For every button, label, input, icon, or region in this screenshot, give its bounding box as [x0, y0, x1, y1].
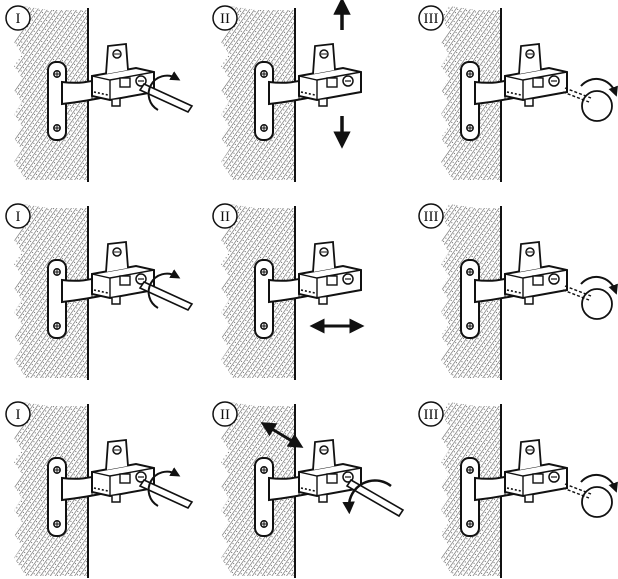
rotate-arrow-icon — [342, 479, 392, 515]
panel-r2-c2: II — [212, 203, 365, 380]
step-label: I — [16, 209, 21, 225]
hinge-lower-tab — [524, 99, 534, 107]
adjust-window — [119, 275, 131, 286]
adjust-window — [119, 473, 131, 484]
hinge-top-clip — [518, 241, 542, 273]
adjust-window — [326, 77, 338, 88]
rotate-arrow-icon — [147, 71, 181, 111]
adjust-window — [532, 77, 544, 88]
rotate-arrow-icon — [147, 467, 181, 507]
plate-screw-top-slot — [261, 71, 267, 77]
plate-screw-bottom-slot — [54, 125, 60, 131]
screwdriver-icon — [345, 478, 405, 518]
adjust-window — [532, 275, 544, 286]
hinge-lower-tab — [318, 495, 328, 503]
hinge-body-edges — [504, 71, 568, 100]
hinge-body-edges — [91, 269, 155, 298]
step-label: II — [220, 11, 230, 27]
adjust-window — [119, 77, 131, 88]
screwdriver-icon — [138, 280, 194, 312]
step-badge — [212, 203, 238, 229]
panel-r3-c1: I — [5, 401, 194, 578]
arrow-diagonal-icon — [260, 422, 304, 448]
step-label: II — [220, 209, 230, 225]
plate-screw-bottom-slot — [261, 323, 267, 329]
step-badge — [5, 5, 31, 31]
step-label: I — [16, 11, 21, 27]
hinge-body-edges — [504, 467, 568, 496]
hinge-top-clip — [518, 439, 542, 471]
plate-screw-bottom-slot — [467, 323, 473, 329]
step-label: II — [220, 407, 230, 423]
tighten-arrow-icon — [580, 275, 618, 295]
tighten-arrow-icon — [580, 77, 618, 97]
hinge-lower-tab — [524, 495, 534, 503]
hinge-top-clip — [518, 43, 542, 75]
plate-screw-bottom-slot — [467, 521, 473, 527]
hinge-lower-tab — [318, 297, 328, 305]
panel-r3-c3: III — [418, 401, 618, 578]
hinge-body-edges — [298, 467, 362, 496]
plate-screw-top-slot — [54, 71, 60, 77]
step-label: III — [424, 209, 439, 225]
hinge-body-edges — [504, 269, 568, 298]
step-label: I — [16, 407, 21, 423]
step-label: III — [424, 407, 439, 423]
hinge-lower-tab — [111, 297, 121, 305]
step-badge — [418, 401, 444, 427]
rotate-arrow-icon — [147, 269, 181, 309]
panel-r1-c2: II — [212, 0, 362, 182]
panel-r1-c1: I — [5, 5, 194, 182]
screwdriver-handle-icon — [581, 90, 613, 122]
step-badge — [5, 203, 31, 229]
plate-screw-bottom-slot — [54, 323, 60, 329]
hinge-top-clip — [312, 439, 336, 471]
adjust-window — [532, 473, 544, 484]
tighten-arrow-icon — [580, 473, 618, 493]
plate-screw-top-slot — [467, 71, 473, 77]
hinge-body-edges — [91, 71, 155, 100]
panel-r1-c3: III — [418, 5, 618, 182]
plate-screw-bottom-slot — [54, 521, 60, 527]
hinge-top-clip — [312, 43, 336, 75]
screwdriver-icon — [138, 82, 194, 114]
hinge-body-edges — [298, 71, 362, 100]
panel-r3-c2: II — [212, 401, 405, 578]
panel-r2-c3: III — [418, 203, 618, 380]
screwdriver-icon — [138, 478, 194, 510]
step-badge — [212, 5, 238, 31]
panel-r2-c1: I — [5, 203, 194, 380]
hinge-body-edges — [91, 467, 155, 496]
screwdriver-handle-icon — [581, 288, 613, 320]
plate-screw-top-slot — [467, 269, 473, 275]
plate-screw-top-slot — [261, 269, 267, 275]
step-badge — [212, 401, 238, 427]
hinge-top-clip — [105, 439, 129, 471]
hinge-lower-tab — [111, 99, 121, 107]
screwdriver-handle-icon — [581, 486, 613, 518]
hinge-lower-tab — [111, 495, 121, 503]
plate-screw-top-slot — [467, 467, 473, 473]
plate-screw-top-slot — [54, 269, 60, 275]
hinge-top-clip — [312, 241, 336, 273]
plate-screw-bottom-slot — [261, 125, 267, 131]
step-badge — [418, 203, 444, 229]
step-label: III — [424, 11, 439, 27]
adjust-window — [326, 473, 338, 484]
hinge-lower-tab — [524, 297, 534, 305]
step-badge — [418, 5, 444, 31]
hinge-top-clip — [105, 43, 129, 75]
hinge-lower-tab — [318, 99, 328, 107]
plate-screw-bottom-slot — [261, 521, 267, 527]
plate-screw-top-slot — [261, 467, 267, 473]
hinge-top-clip — [105, 241, 129, 273]
plate-screw-top-slot — [54, 467, 60, 473]
adjust-window — [326, 275, 338, 286]
plate-screw-bottom-slot — [467, 125, 473, 131]
step-badge — [5, 401, 31, 427]
hinge-body-edges — [298, 269, 362, 298]
